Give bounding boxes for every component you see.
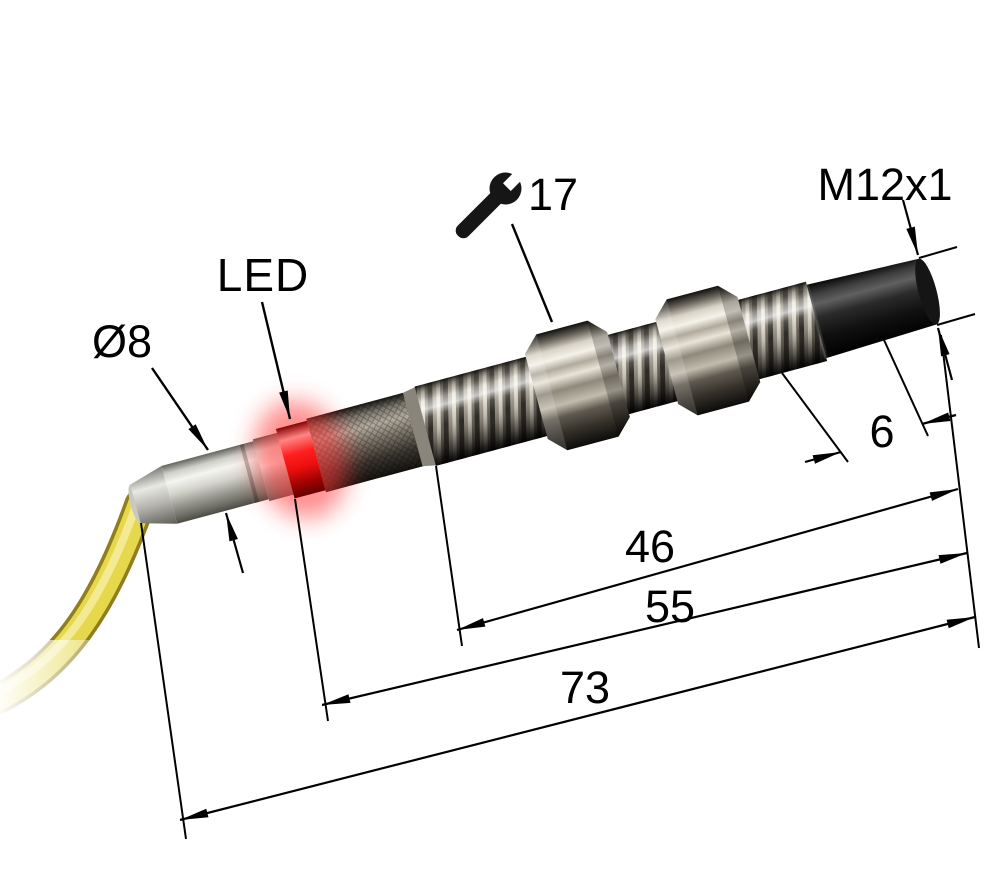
led-leader [260, 301, 292, 420]
gland-groove [239, 443, 260, 503]
ext-line-front-face [940, 334, 980, 649]
hex-nut-1 [524, 320, 630, 451]
label-wrench-size: 17 [528, 169, 578, 220]
ext-line-73-left [140, 522, 187, 840]
cable-diameter-leader [151, 367, 209, 451]
cable-gland [161, 441, 269, 524]
m12-arrow-top [901, 199, 920, 256]
gland-cone [130, 465, 178, 524]
end-cap-face [915, 258, 940, 325]
ext-line-55-left [294, 498, 329, 722]
wrench-size-leader [510, 223, 554, 323]
label-thread-spec: M12x1 [817, 159, 952, 210]
sensor-body [128, 258, 940, 524]
label-dim-6: 6 [869, 406, 894, 457]
dim-line-46 [456, 487, 959, 632]
dim-6-arrow-left [804, 450, 842, 464]
end-cap [806, 258, 937, 359]
sensor-cable [0, 488, 156, 765]
led-ring [275, 420, 326, 499]
m12-tick-top [918, 246, 958, 259]
label-cable-diameter: Ø8 [92, 316, 152, 367]
end-cap-rim [804, 284, 829, 359]
m12-tick-bottom [936, 313, 976, 326]
barrel-shading [414, 281, 828, 466]
ext-line-6-right [883, 339, 929, 437]
cable-diameter-arrow-bottom [224, 512, 245, 574]
label-dim-55: 55 [645, 581, 695, 632]
m12-arrow-bottom [936, 327, 954, 381]
label-led: LED [217, 249, 309, 301]
ext-line-46-left [435, 465, 463, 647]
cable-fade [0, 640, 140, 765]
ext-line-6-left [781, 372, 849, 463]
dim-6-arrow-right [921, 412, 957, 426]
thread-chamfer [402, 385, 439, 467]
dim-line-73 [179, 615, 976, 822]
wrench-icon [455, 167, 527, 239]
label-dim-46: 46 [625, 521, 675, 572]
label-dim-73: 73 [560, 662, 610, 713]
hex-nut-2 [655, 285, 761, 416]
